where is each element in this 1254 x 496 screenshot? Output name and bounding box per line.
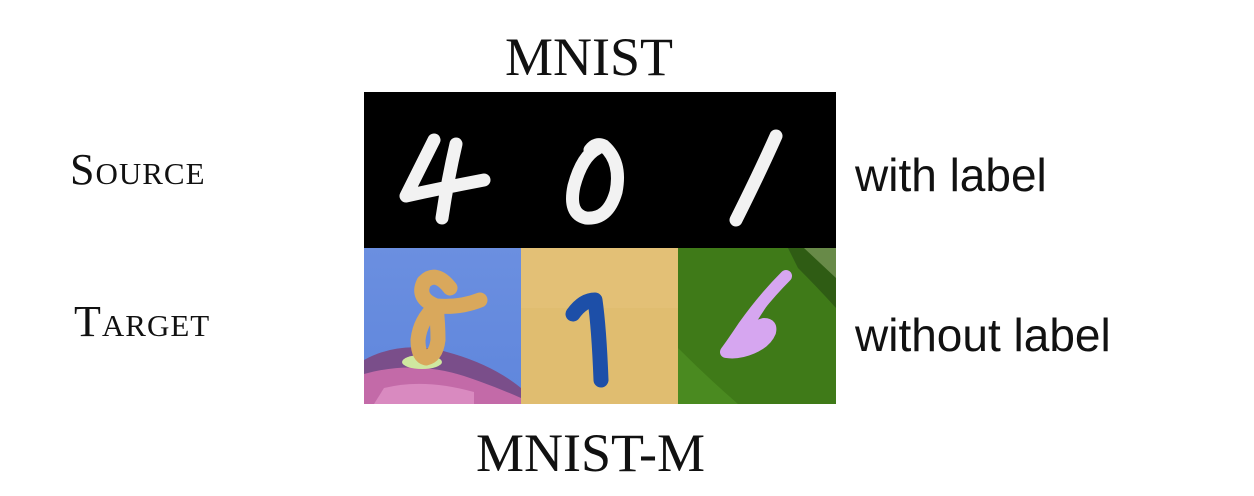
digit-image-grid	[364, 92, 836, 404]
mnist-m-sample-1	[521, 248, 678, 404]
digit-6-stroke	[720, 270, 792, 359]
digit-1-stroke-colored	[565, 292, 609, 388]
digit-0-stroke	[566, 138, 624, 225]
target-row-label: Target	[74, 297, 211, 346]
mnist-m-sample-6	[678, 248, 836, 404]
source-label-note: with label	[855, 149, 1047, 201]
target-dataset-title: MNIST-M	[476, 423, 706, 483]
mnist-m-sample-8	[364, 248, 521, 404]
digit-1-stroke	[729, 129, 783, 227]
source-dataset-title: MNIST	[505, 27, 674, 87]
target-label-note: without label	[855, 309, 1111, 361]
source-row-label: Source	[70, 145, 206, 194]
digit-4-stroke	[399, 133, 491, 225]
digit-8-stroke	[410, 269, 488, 366]
mnist-sample-strip	[364, 92, 836, 248]
